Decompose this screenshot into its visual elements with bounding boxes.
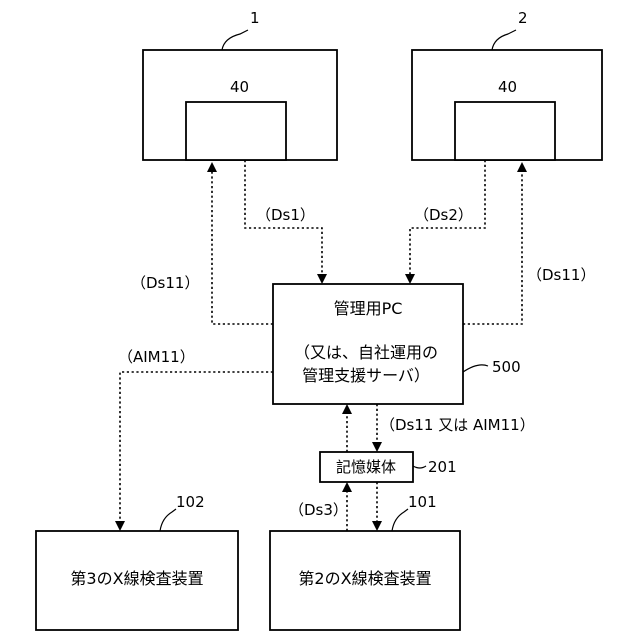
storage-media-ref: 201 <box>428 458 457 476</box>
xray-device-2-module <box>455 102 555 160</box>
xray-device-3-label: 第3のX線検査装置 <box>70 569 203 588</box>
flow-pc-to-media-arrowhead <box>372 442 382 452</box>
flow-ds11-left-arrowhead <box>207 162 217 172</box>
flow-ds11-right-arrowhead <box>517 162 527 172</box>
xray-device-3-leader <box>160 509 176 531</box>
xray-device-2: 40 2 <box>412 9 602 160</box>
flow-device-to-media-arrowhead <box>342 482 352 492</box>
flow-ds11-or-aim11-label: （Ds11 又は AIM11） <box>380 416 535 434</box>
flow-ds11-right-label: （Ds11） <box>527 266 595 284</box>
xray-device-2nd-label: 第2のX線検査装置 <box>298 569 431 588</box>
flow-ds2-arrowhead <box>405 274 415 284</box>
xray-device-3: 第3のX線検査装置 102 <box>36 493 238 630</box>
flow-ds2-label: （Ds2） <box>414 206 473 224</box>
xray-device-1-ref: 1 <box>250 9 260 27</box>
flow-ds11-left-line <box>212 170 273 324</box>
flow-media-to-device-arrowhead <box>372 521 382 531</box>
flow-media-to-pc-arrowhead <box>342 404 352 414</box>
flow-ds3-label: （Ds3） <box>289 501 348 519</box>
flow-aim11-label: （AIM11） <box>118 348 195 366</box>
xray-device-2-module-ref: 40 <box>498 78 517 96</box>
storage-media-leader <box>413 466 426 468</box>
management-pc-ref: 500 <box>492 358 521 376</box>
storage-media: 記憶媒体 201 <box>320 452 457 482</box>
management-pc-note-line2: 管理支援サーバ） <box>302 366 430 385</box>
flow-ds11-left-label: （Ds11） <box>131 274 199 292</box>
management-pc-title: 管理用PC <box>334 299 403 318</box>
xray-device-1-leader <box>222 30 248 50</box>
xray-device-2nd-leader <box>392 509 408 531</box>
xray-device-1-module-ref: 40 <box>230 78 249 96</box>
xray-device-1: 40 1 <box>143 9 337 160</box>
xray-device-3-ref: 102 <box>176 493 205 511</box>
xray-device-2-ref: 2 <box>518 9 528 27</box>
storage-media-label: 記憶媒体 <box>336 458 396 476</box>
management-pc-leader <box>463 365 488 372</box>
xray-device-2-leader <box>492 30 516 50</box>
flow-ds1-label: （Ds1） <box>256 206 315 224</box>
xray-device-1-module <box>186 102 286 160</box>
flow-ds1-arrowhead <box>317 274 327 284</box>
xray-device-2nd-ref: 101 <box>408 493 437 511</box>
management-pc: 管理用PC （又は、自社運用の 管理支援サーバ） 500 <box>273 284 521 404</box>
management-pc-note-line1: （又は、自社運用の <box>294 343 438 362</box>
flow-aim11-arrowhead <box>115 521 125 531</box>
flow-ds11-right-line <box>463 170 522 324</box>
